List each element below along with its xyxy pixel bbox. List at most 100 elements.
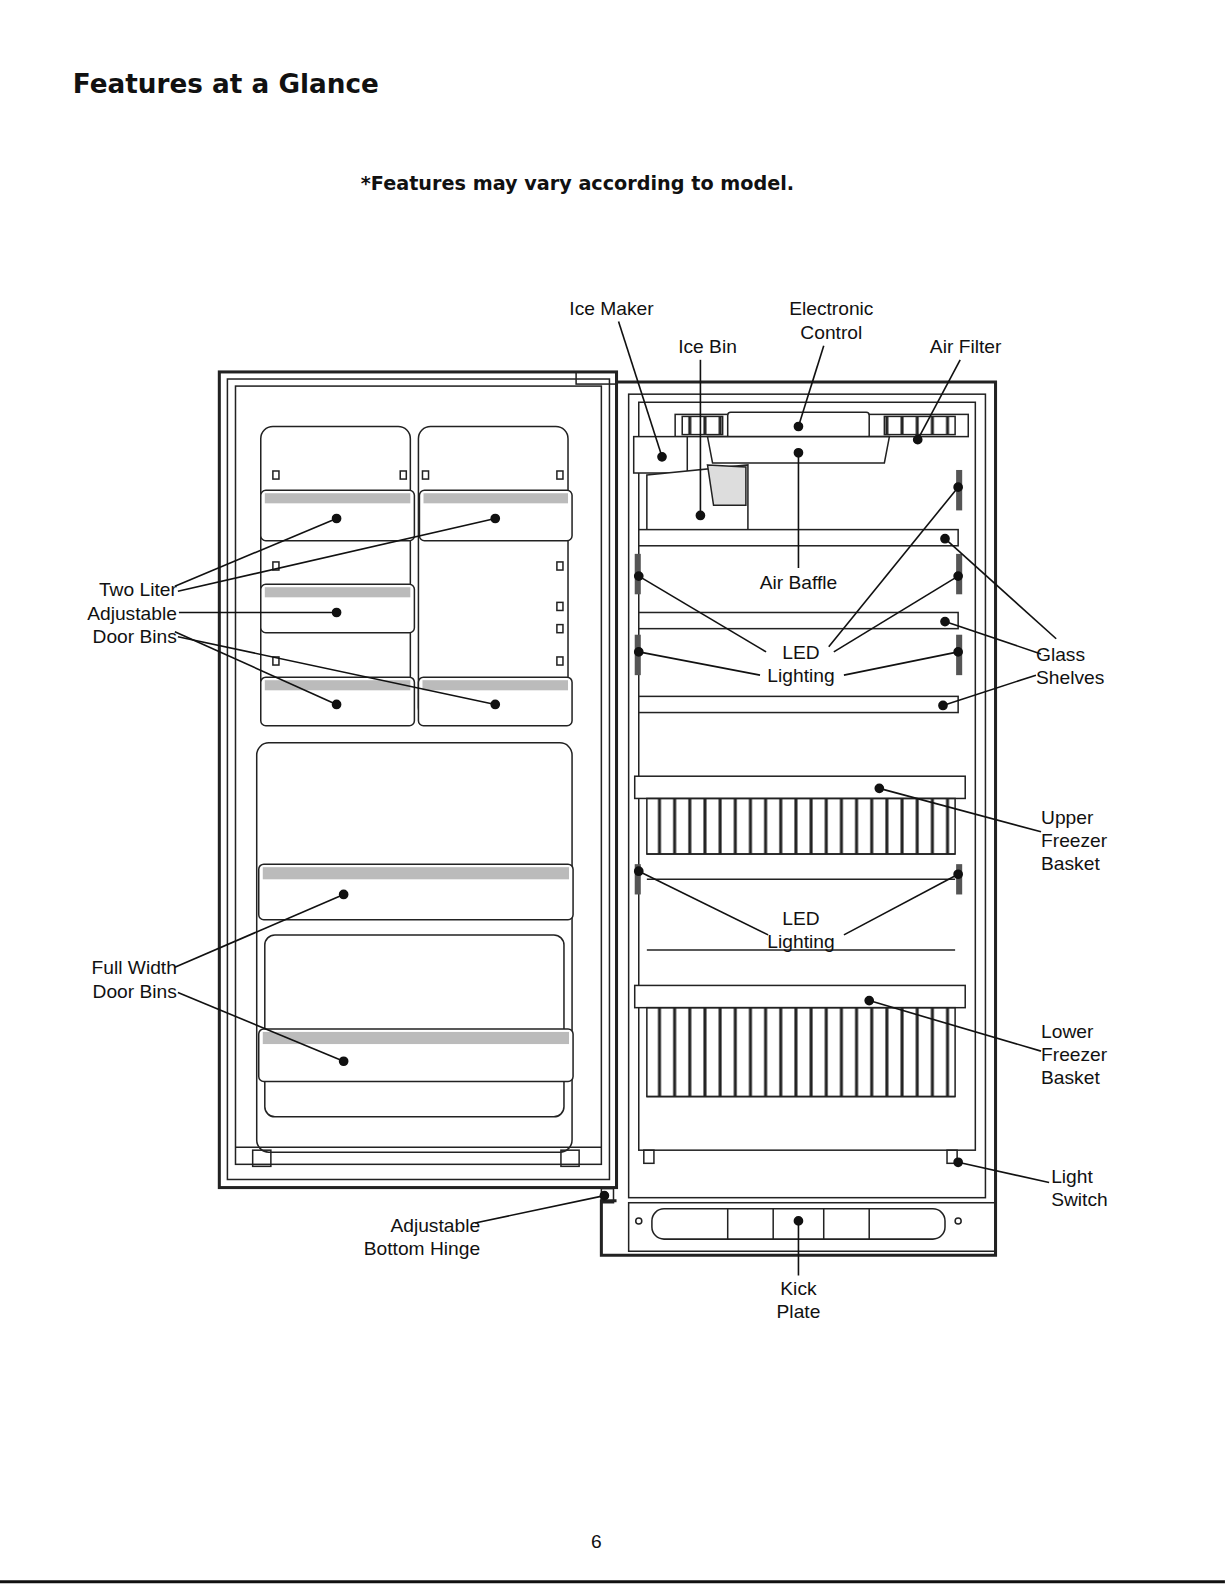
top-fixtures-part — [707, 465, 745, 505]
door-part — [227, 379, 609, 1179]
leader-lines-part — [794, 422, 802, 430]
leader-lines-part — [639, 871, 768, 935]
leader-lines-part — [958, 1162, 1049, 1182]
leader-lines-part — [175, 632, 337, 705]
door-part — [273, 471, 279, 479]
shelves-and-baskets-part — [635, 985, 965, 1007]
leader-lines-part — [491, 700, 499, 708]
basket-label: Upper Freezer Basket — [1041, 806, 1127, 876]
leader-lines-part — [639, 652, 760, 675]
door-part — [400, 471, 406, 479]
kick-plate-label: Kick Plate — [768, 1277, 829, 1323]
leader-lines-part — [794, 1217, 802, 1225]
leader-lines-part — [941, 618, 949, 626]
door-part — [235, 1146, 601, 1148]
cabinet-part — [576, 372, 616, 384]
leader-lines-part — [941, 535, 949, 543]
leader-lines-part — [869, 1001, 1041, 1052]
basket-label: Lower Freezer Basket — [1041, 1020, 1127, 1090]
door-bins-part — [265, 493, 411, 503]
led-label: LED Lighting — [758, 907, 844, 953]
leader-lines-part — [178, 637, 495, 705]
cabinet-part — [629, 1203, 996, 1252]
door-part — [557, 602, 563, 610]
leader-lines-part — [600, 1192, 608, 1200]
door-part — [561, 1150, 579, 1166]
leader-lines-part — [954, 648, 962, 656]
leader-lines — [175, 321, 1056, 1275]
leader-lines-part — [939, 701, 947, 709]
cabinet-part — [644, 1150, 654, 1163]
leader-lines-part — [175, 518, 337, 586]
door-bins-part — [418, 677, 572, 726]
shelves-and-baskets-part — [647, 879, 955, 881]
shelves-and-baskets-part — [635, 776, 965, 798]
model-note: *Features may vary according to model. — [361, 172, 794, 194]
leader-lines-part — [798, 346, 823, 427]
leader-lines-part — [475, 1196, 604, 1223]
leader-lines-part — [879, 788, 1041, 831]
leader-lines-part — [178, 518, 495, 591]
door-part — [418, 427, 568, 720]
air-filter-label: Air Filter — [930, 335, 1051, 358]
leader-lines-part — [794, 449, 802, 457]
leader-lines-part — [178, 993, 344, 1062]
leader-lines-part — [179, 612, 337, 614]
leader-lines-part — [945, 622, 1041, 654]
leader-lines-part — [918, 360, 960, 440]
cabinet-part — [601, 382, 995, 1255]
leader-lines-part — [340, 890, 348, 898]
leader-lines-part — [639, 576, 766, 652]
shelves-and-baskets-part — [639, 612, 958, 628]
ice-bin-label: Ice Bin — [657, 335, 758, 358]
leader-lines-part — [635, 572, 643, 580]
door-bins — [259, 490, 573, 1081]
leader-lines-part — [658, 453, 666, 461]
door-bins-part — [261, 677, 415, 726]
control-label: Electronic Control — [778, 297, 884, 343]
leader-lines-part — [340, 1057, 348, 1065]
leader-lines-part — [844, 652, 958, 675]
leader-lines-part — [798, 453, 800, 568]
cabinet-part — [868, 1209, 870, 1239]
leader-lines-part — [865, 997, 873, 1005]
shelves-and-baskets — [635, 530, 965, 1097]
door-bin-label: Two Liter Adjustable Door Bins — [61, 578, 177, 648]
shelf-label: Glass Shelves — [1036, 643, 1122, 689]
leader-lines-part — [954, 483, 962, 491]
door-part — [235, 386, 601, 1164]
top-fixtures-part — [884, 416, 955, 434]
door-part — [219, 372, 616, 1188]
door-bins-part — [422, 680, 568, 690]
leader-lines-part — [954, 1158, 962, 1166]
shelves-and-baskets-part — [647, 853, 955, 855]
leader-lines-part — [945, 539, 1056, 639]
door-bins-part — [423, 493, 568, 503]
top-fixtures-part — [682, 416, 722, 434]
led-strips-part — [956, 864, 962, 894]
door-bins-part — [263, 867, 569, 879]
leader-lines-part — [834, 576, 958, 652]
cabinet-part — [772, 1209, 774, 1239]
air-baffle-label: Air Baffle — [738, 571, 859, 594]
door-part — [557, 657, 563, 665]
leader-lines-part — [954, 870, 962, 878]
door-part — [253, 1150, 271, 1166]
door-bins-part — [261, 490, 415, 541]
door-bins-part — [419, 490, 572, 541]
cabinet-part — [727, 1209, 729, 1239]
shelves-and-baskets-part — [647, 1096, 955, 1098]
door-part — [257, 743, 572, 1152]
page-rule — [0, 1580, 1225, 1583]
cabinet-part — [823, 1209, 825, 1239]
door-part — [557, 625, 563, 633]
leader-lines-part — [619, 321, 662, 456]
page-number: 6 — [581, 1530, 611, 1553]
led-label: LED Lighting — [758, 641, 844, 687]
door-part — [261, 427, 411, 720]
leader-lines-part — [954, 572, 962, 580]
leader-lines-part — [333, 608, 341, 616]
leader-lines-part — [491, 514, 499, 522]
